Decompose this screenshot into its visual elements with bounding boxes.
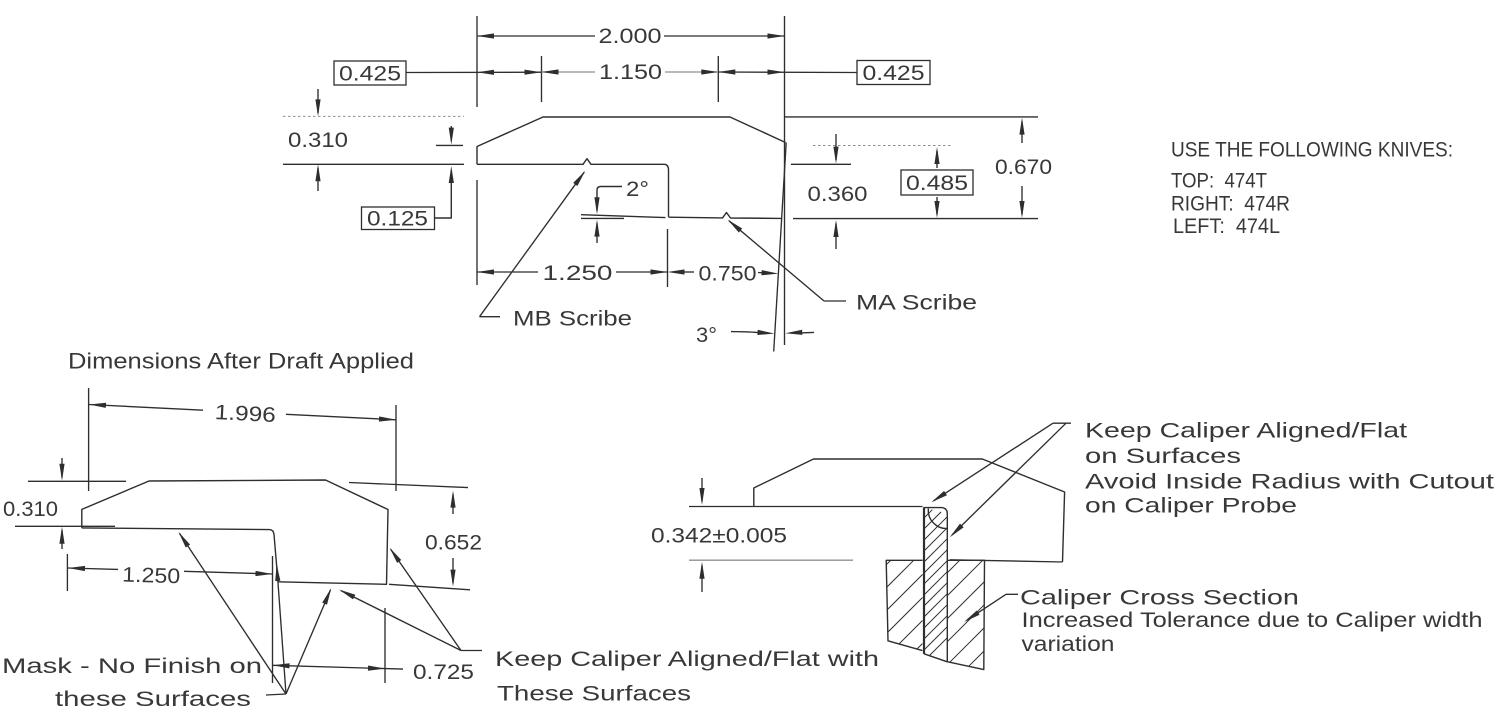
svg-text:these Surfaces: these Surfaces bbox=[55, 688, 251, 711]
svg-text:on Surfaces: on Surfaces bbox=[1085, 445, 1241, 468]
svg-text:These Surfaces: These Surfaces bbox=[497, 683, 691, 706]
svg-text:Increased Tolerance due to Cal: Increased Tolerance due to Caliper width bbox=[1022, 609, 1483, 632]
svg-text:on Caliper Probe: on Caliper Probe bbox=[1085, 495, 1297, 518]
svg-text:3°: 3° bbox=[696, 324, 717, 347]
svg-text:Avoid Inside Radius with Cutou: Avoid Inside Radius with Cutout bbox=[1085, 471, 1494, 494]
svg-text:RIGHT: 474R: RIGHT: 474R bbox=[1171, 193, 1290, 216]
svg-text:Keep Caliper Aligned/Flat with: Keep Caliper Aligned/Flat with bbox=[495, 648, 879, 671]
svg-text:1.996: 1.996 bbox=[214, 401, 276, 427]
svg-text:0.425: 0.425 bbox=[339, 63, 401, 86]
svg-text:1.250: 1.250 bbox=[122, 564, 181, 589]
svg-text:TOP: 474T: TOP: 474T bbox=[1171, 170, 1267, 193]
svg-text:0.360: 0.360 bbox=[808, 183, 868, 206]
svg-text:USE THE FOLLOWING KNIVES:: USE THE FOLLOWING KNIVES: bbox=[1171, 139, 1453, 162]
svg-text:2.000: 2.000 bbox=[599, 25, 662, 48]
svg-text:1.250: 1.250 bbox=[543, 262, 613, 285]
svg-text:Caliper Cross Section: Caliper Cross Section bbox=[1020, 587, 1299, 610]
svg-text:0.310: 0.310 bbox=[288, 129, 348, 152]
svg-text:0.310: 0.310 bbox=[3, 498, 58, 521]
svg-text:Dimensions After Draft Applied: Dimensions After Draft Applied bbox=[68, 349, 414, 374]
svg-text:variation: variation bbox=[1022, 633, 1115, 656]
svg-text:0.342±0.005: 0.342±0.005 bbox=[651, 525, 787, 548]
svg-text:0.670: 0.670 bbox=[995, 156, 1052, 179]
svg-text:0.125: 0.125 bbox=[367, 208, 428, 231]
svg-text:0.485: 0.485 bbox=[906, 172, 968, 195]
svg-text:Mask - No Finish on: Mask - No Finish on bbox=[2, 655, 262, 678]
svg-text:0.652: 0.652 bbox=[425, 532, 482, 555]
svg-text:0.750: 0.750 bbox=[699, 263, 757, 286]
svg-text:MB Scribe: MB Scribe bbox=[513, 308, 632, 331]
svg-text:LEFT: 474L: LEFT: 474L bbox=[1173, 215, 1280, 238]
svg-text:2°: 2° bbox=[626, 178, 649, 201]
svg-text:1.150: 1.150 bbox=[599, 61, 662, 84]
svg-text:0.725: 0.725 bbox=[413, 661, 474, 684]
svg-text:MA Scribe: MA Scribe bbox=[856, 292, 977, 315]
svg-text:Keep Caliper Aligned/Flat: Keep Caliper Aligned/Flat bbox=[1085, 420, 1407, 443]
svg-text:0.425: 0.425 bbox=[863, 62, 925, 85]
